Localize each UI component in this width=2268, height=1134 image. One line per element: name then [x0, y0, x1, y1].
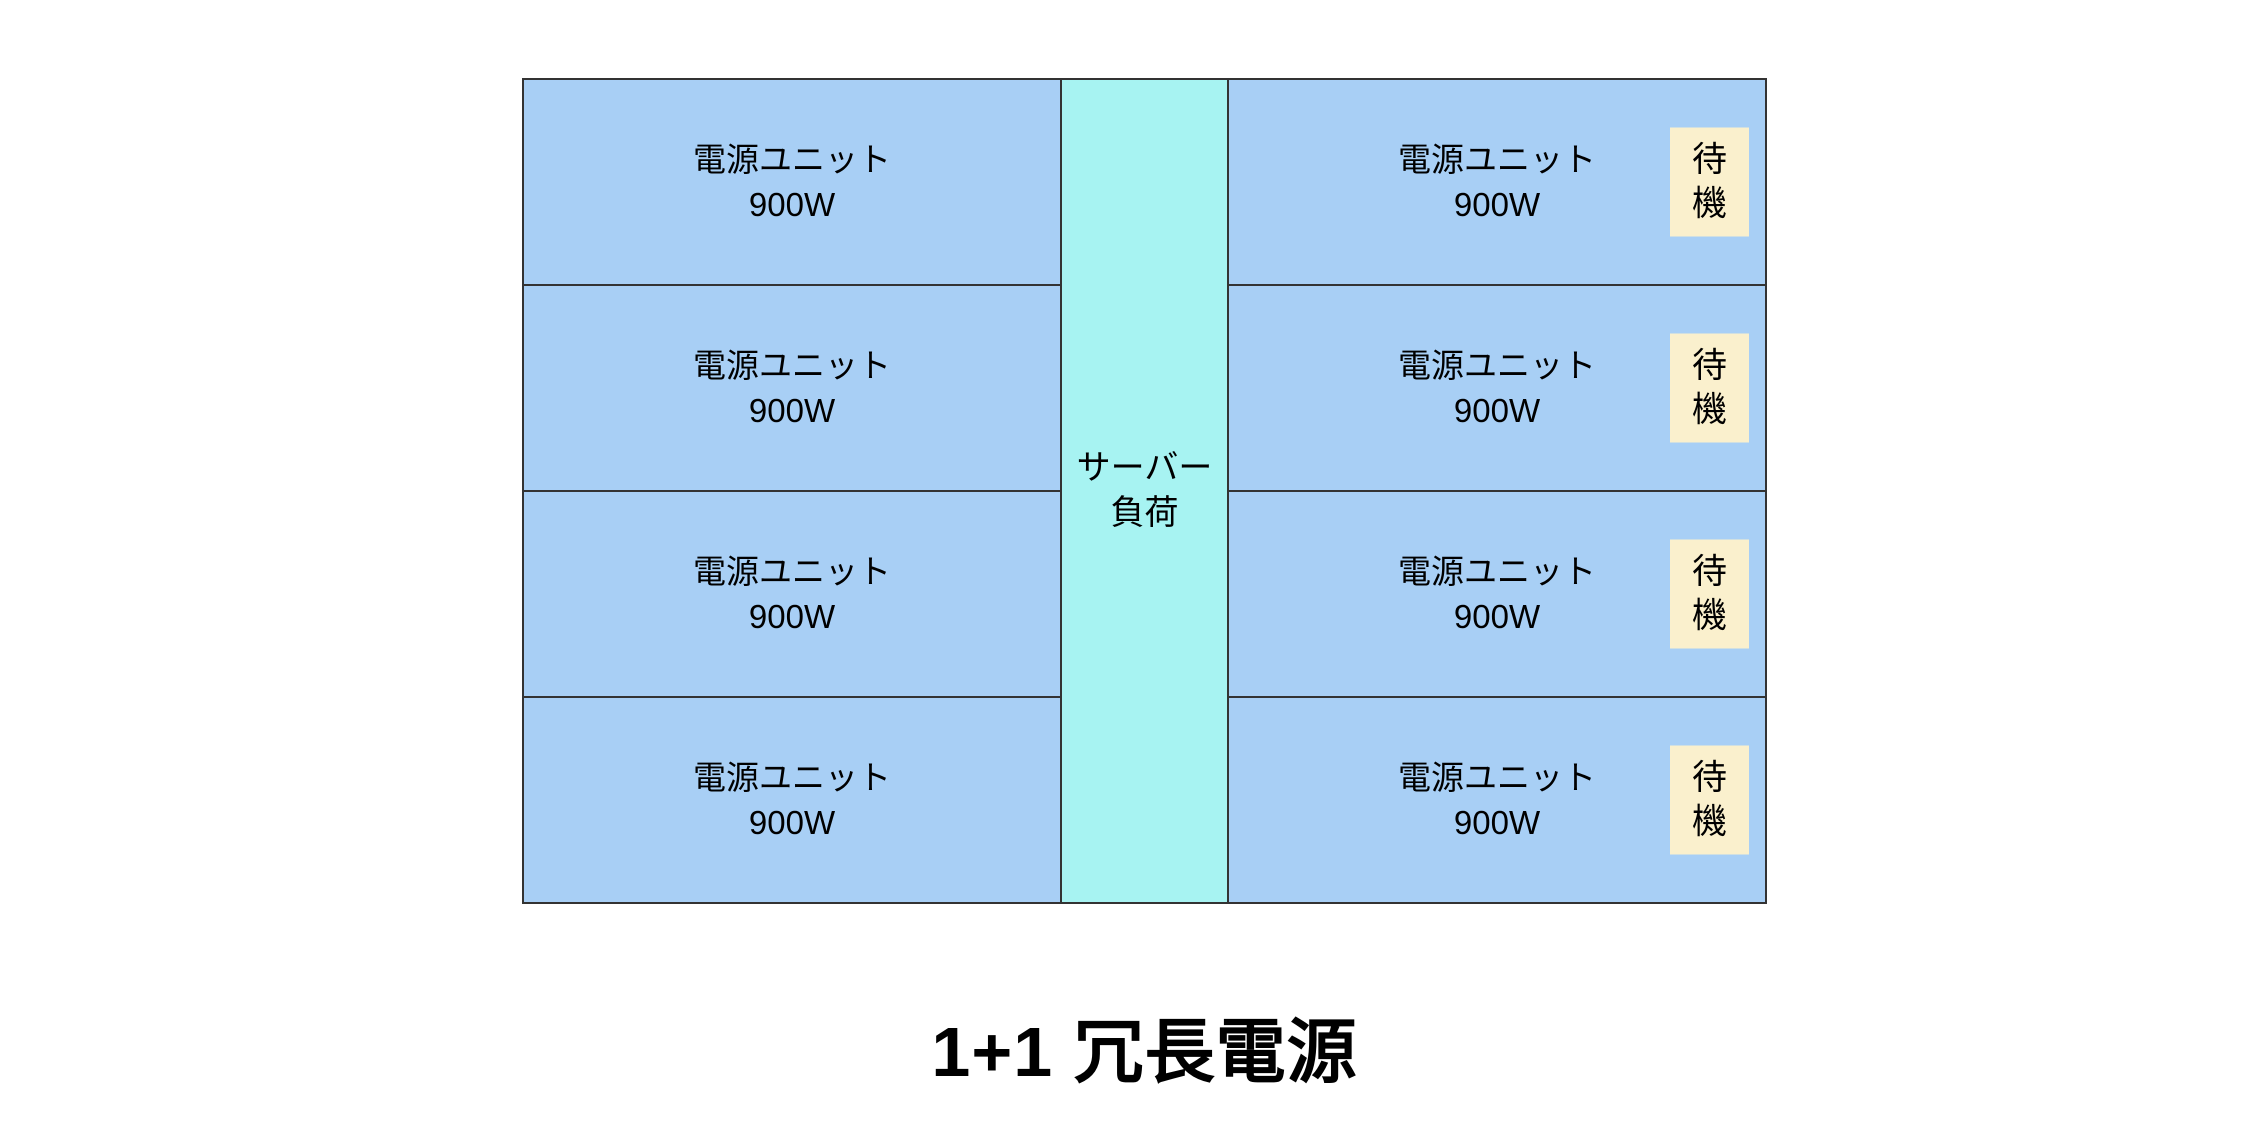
- psu-wattage: 900W: [1453, 186, 1541, 223]
- psu-label: 電源ユニット: [1398, 141, 1596, 178]
- psu-wattage: 900W: [748, 186, 836, 223]
- psu-label: 電源ユニット: [1398, 553, 1596, 590]
- psu-label: 電源ユニット: [693, 141, 891, 178]
- standby-badge: 待機: [1670, 539, 1749, 649]
- psu-label: 電源ユニット: [693, 759, 891, 796]
- psu-unit-right: 電源ユニット 900W 待機: [1229, 286, 1765, 490]
- psu-wattage: 900W: [748, 804, 836, 841]
- diagram-title: 1+1 冗長電源: [931, 1012, 1358, 1091]
- psu-label: 電源ユニット: [1398, 759, 1596, 796]
- diagram-grid: 電源ユニット 900W 電源ユニット 900W 電源ユニット 900W 電源ユニ…: [522, 78, 1767, 904]
- psu-wattage: 900W: [748, 598, 836, 635]
- psu-wattage: 900W: [1453, 392, 1541, 429]
- standby-badge-label: 待機: [1691, 758, 1727, 841]
- server-load-bar: サーバー 負荷: [1062, 80, 1227, 902]
- standby-badge: 待機: [1670, 127, 1749, 237]
- psu-wattage: 900W: [1453, 804, 1541, 841]
- standby-badge: 待機: [1670, 745, 1749, 855]
- psu-label: 電源ユニット: [693, 347, 891, 384]
- psu-unit-right: 電源ユニット 900W 待機: [1229, 698, 1765, 902]
- server-load-label-line1: サーバー: [1076, 449, 1213, 487]
- standby-badge-label: 待機: [1691, 552, 1727, 635]
- psu-unit-right: 電源ユニット 900W 待機: [1229, 492, 1765, 696]
- server-load-label-line2: 負荷: [1110, 494, 1179, 532]
- psu-wattage: 900W: [1453, 598, 1541, 635]
- standby-badge-label: 待機: [1691, 346, 1727, 429]
- psu-wattage: 900W: [748, 392, 836, 429]
- psu-label: 電源ユニット: [1398, 347, 1596, 384]
- psu-unit-left: 電源ユニット 900W: [524, 286, 1060, 490]
- standby-badge: 待機: [1670, 333, 1749, 443]
- psu-label: 電源ユニット: [693, 553, 891, 590]
- psu-unit-left: 電源ユニット 900W: [524, 80, 1060, 284]
- psu-unit-left: 電源ユニット 900W: [524, 492, 1060, 696]
- psu-unit-right: 電源ユニット 900W 待機: [1229, 80, 1765, 284]
- psu-unit-left: 電源ユニット 900W: [524, 698, 1060, 902]
- standby-badge-label: 待機: [1691, 140, 1727, 223]
